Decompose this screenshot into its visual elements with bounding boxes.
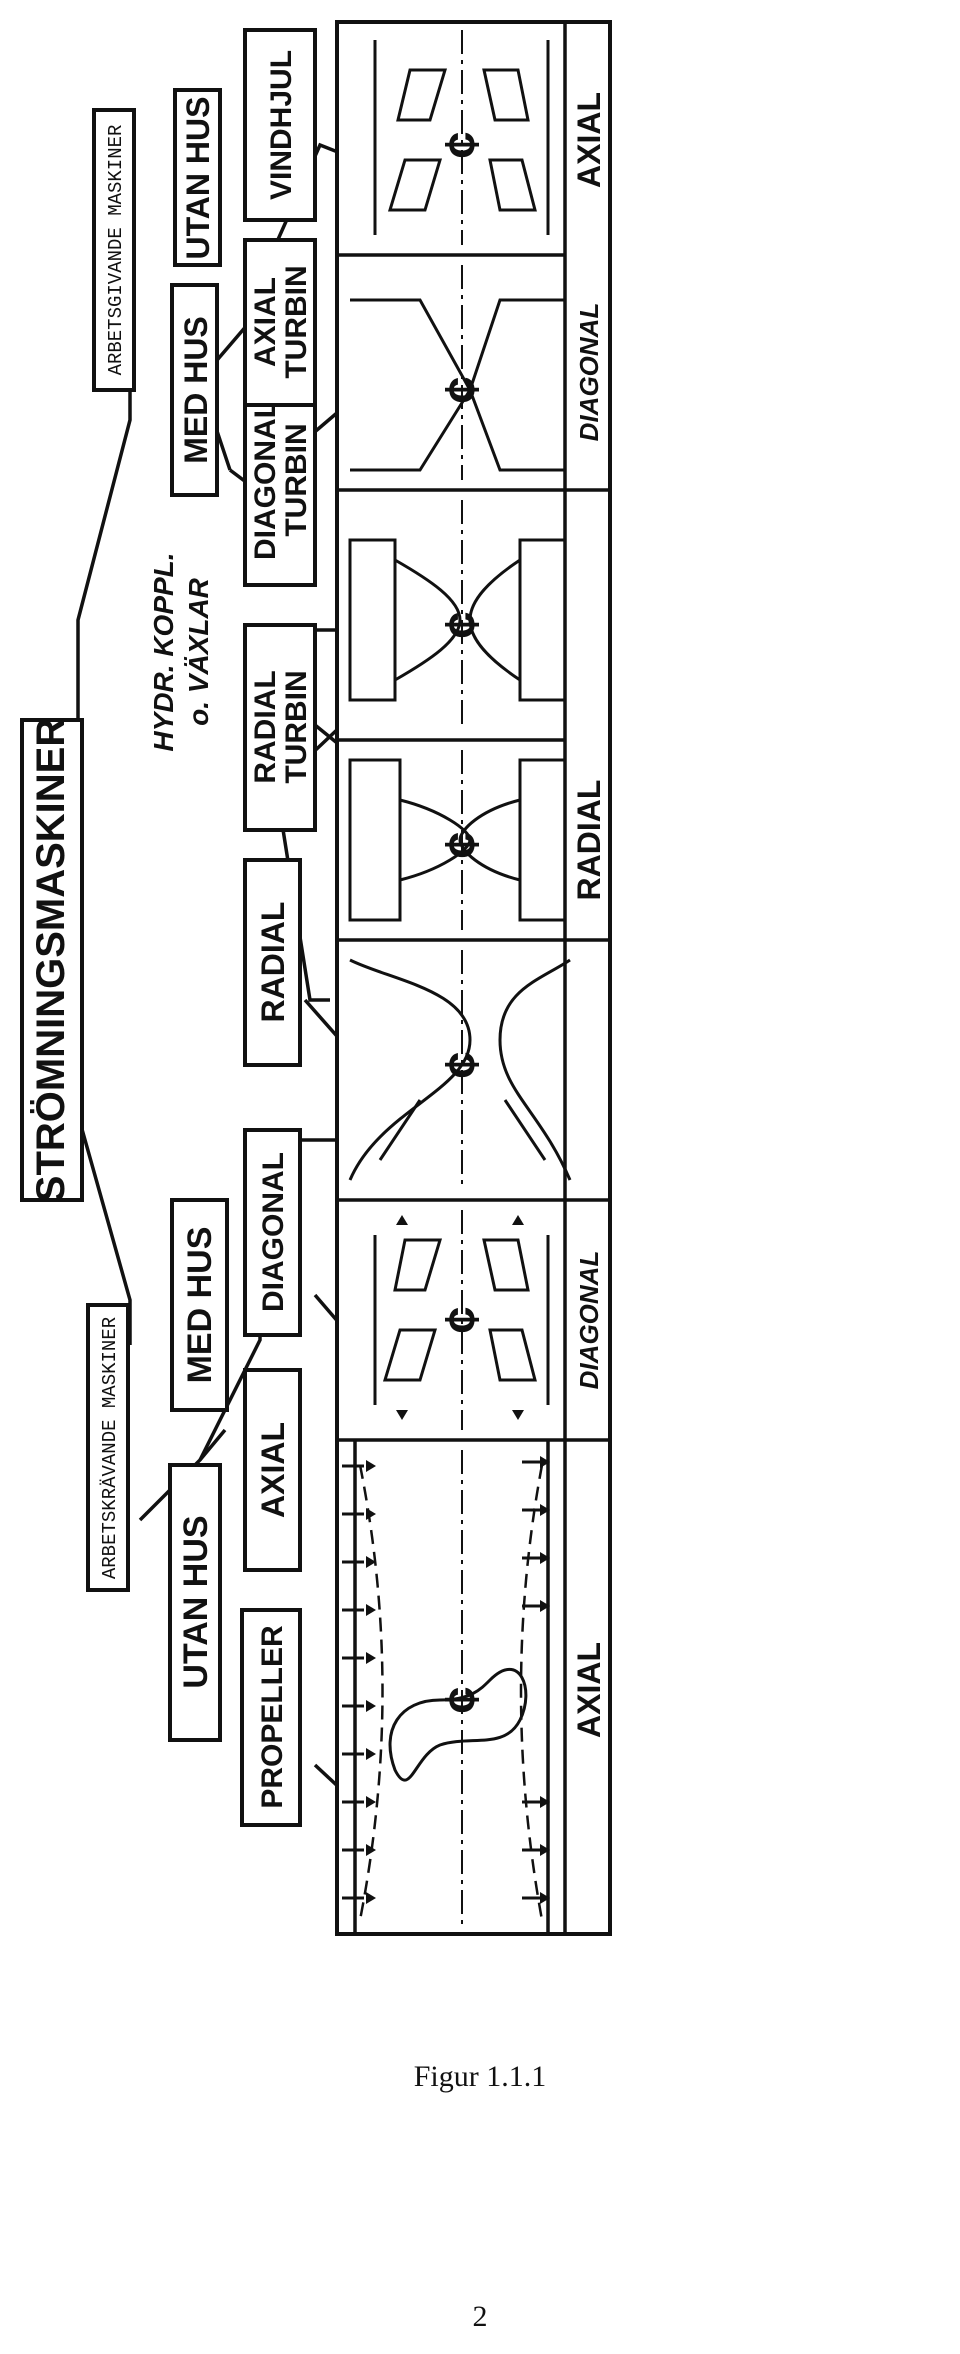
cross-section-strip: ¢ <box>335 20 612 1936</box>
branch-arbetskravande: ARBETSKRÄVANDE MASKINER <box>86 1303 130 1592</box>
group-label: UTAN HUS <box>177 1515 215 1688</box>
machine-label: RADIAL <box>249 670 282 783</box>
propeller-blade <box>388 1667 528 1782</box>
page-number: 2 <box>472 2300 488 2333</box>
hydr-koppl-note: HYDR. KOPPL. o. VÄXLAR <box>148 552 214 751</box>
machine-label: TURBIN <box>280 670 313 783</box>
root-label: STRÖMNINGSMASKINER <box>28 718 73 1203</box>
machine-label: TURBIN <box>280 265 313 378</box>
machine-label: DIAGONAL <box>257 1152 290 1312</box>
arrow-row-out <box>522 1456 550 1904</box>
machine-radial-turbin: RADIAL TURBIN <box>243 623 317 832</box>
group-label: UTAN HUS <box>180 97 216 260</box>
machine-label: PROPELLER <box>256 1625 289 1809</box>
machine-radial: RADIAL <box>243 858 302 1067</box>
branch-arbetsgivande: ARBETSGIVANDE MASKINER <box>92 108 136 392</box>
section-axial-pump: ¢ <box>373 1210 550 1430</box>
centerline-symbol: ¢ <box>436 1687 489 1714</box>
figure-caption: Figur 1.1.1 <box>413 2060 547 2093</box>
machine-label: TURBIN <box>280 423 313 536</box>
machine-label: VINDHJUL <box>265 50 298 200</box>
machine-boxes: PROPELLER AXIAL DIAGONAL RADIAL RADIAL T… <box>240 28 317 1827</box>
section-diagonal-pump: ¢ <box>348 950 572 1190</box>
machine-label: RADIAL <box>255 902 291 1023</box>
turbomachine-classification-diagram: STRÖMNINGSMASKINER ARBETSKRÄVANDE MASKIN… <box>20 20 612 1936</box>
centerline-symbol: ¢ <box>436 377 489 404</box>
machine-label: AXIAL <box>249 277 282 367</box>
section-propeller: ¢ <box>342 1440 550 1934</box>
machine-axial-turbin: AXIAL TURBIN <box>243 238 317 407</box>
machine-vindhjul: VINDHJUL <box>243 28 317 222</box>
centerline-symbol: ¢ <box>436 132 489 159</box>
group-utan-hus-left: UTAN HUS <box>168 1463 222 1742</box>
machine-axial: AXIAL <box>243 1368 302 1572</box>
centerline-symbol: ¢ <box>436 612 489 639</box>
group-med-hus-left: MED HUS <box>170 1198 229 1412</box>
category-label: AXIAL <box>571 92 607 188</box>
section-radial-turbine: ¢ <box>348 500 567 730</box>
arrow-row-in <box>342 1460 376 1904</box>
centerline-symbol: ¢ <box>436 832 489 859</box>
machine-label: AXIAL <box>255 1422 291 1518</box>
machine-label: DIAGONAL <box>249 400 282 560</box>
category-label: AXIAL <box>571 1642 607 1738</box>
machine-propeller: PROPELLER <box>240 1608 302 1827</box>
group-med-hus-right: MED HUS <box>170 283 219 497</box>
section-diagonal-turbine: ¢ <box>350 265 565 480</box>
centerline-symbol: ¢ <box>436 1052 489 1079</box>
branch-label-right: ARBETSGIVANDE MASKINER <box>105 125 127 376</box>
category-label: DIAGONAL <box>574 303 604 442</box>
machine-diagonal-turbin: DIAGONAL TURBIN <box>243 373 317 587</box>
machine-diagonal: DIAGONAL <box>243 1128 302 1337</box>
centerline-symbol: ¢ <box>436 1307 489 1334</box>
group-utan-hus-right: UTAN HUS <box>173 88 222 267</box>
category-label: RADIAL <box>571 780 607 901</box>
branch-label-left: ARBETSKRÄVANDE MASKINER <box>99 1317 121 1579</box>
hydr-note-line1: HYDR. KOPPL. <box>148 552 179 751</box>
hydr-note-line2: o. VÄXLAR <box>183 577 214 726</box>
section-axial-turbine: ¢ <box>373 30 550 245</box>
section-radial-pump: ¢ <box>348 750 567 930</box>
category-labels: AXIAL DIAGONAL RADIAL DIAGONAL AXIAL <box>571 92 607 1738</box>
group-label: MED HUS <box>181 1227 219 1384</box>
category-label: DIAGONAL <box>574 1251 604 1390</box>
root-node: STRÖMNINGSMASKINER <box>20 718 84 1203</box>
group-label: MED HUS <box>178 316 214 464</box>
